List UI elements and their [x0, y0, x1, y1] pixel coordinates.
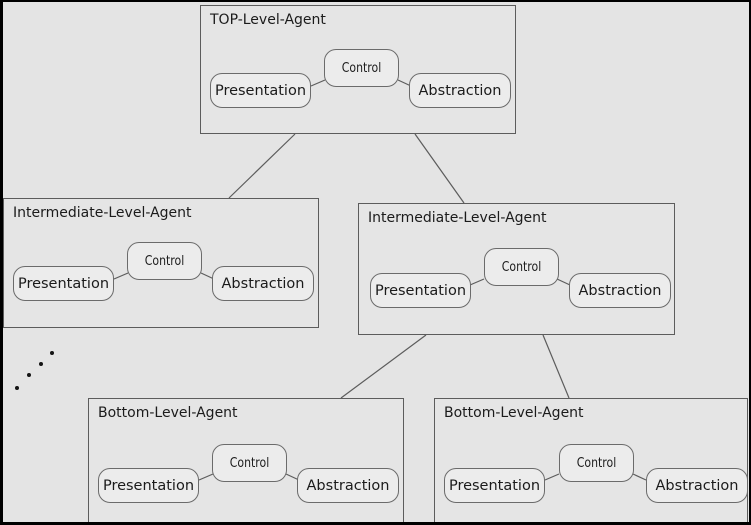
presentation-label: Presentation	[17, 275, 110, 292]
agent-label: Intermediate-Level-Agent	[368, 210, 547, 226]
presentation-component: Presentation	[210, 73, 311, 108]
abstraction-component: Abstraction	[212, 266, 314, 301]
presentation-label: Presentation	[448, 477, 541, 494]
control-label: Control	[576, 455, 617, 471]
agent-box-intermediate-right: Intermediate-Level-Agent Presentation Co…	[358, 203, 675, 335]
connector-top-to-left-intermediate	[228, 133, 296, 199]
ellipsis-dot	[15, 386, 19, 390]
agent-label: TOP-Level-Agent	[210, 12, 326, 28]
presentation-component: Presentation	[13, 266, 114, 301]
abstraction-label: Abstraction	[655, 477, 739, 494]
presentation-component: Presentation	[444, 468, 545, 503]
control-label: Control	[341, 60, 382, 76]
connector-intermediate-to-bottom-left	[340, 334, 427, 399]
connector-intermediate-to-bottom-right	[542, 334, 570, 399]
agent-box-bottom-left: Bottom-Level-Agent Presentation Control …	[88, 398, 404, 522]
agent-box-top-level: TOP-Level-Agent Presentation Control Abs…	[200, 5, 516, 134]
abstraction-label: Abstraction	[578, 282, 662, 299]
control-component: Control	[127, 242, 202, 280]
control-component: Control	[324, 49, 399, 87]
presentation-label: Presentation	[214, 82, 307, 99]
agent-label: Bottom-Level-Agent	[98, 405, 238, 421]
agent-box-bottom-right: Bottom-Level-Agent Presentation Control …	[434, 398, 748, 522]
agent-box-intermediate-left: Intermediate-Level-Agent Presentation Co…	[3, 198, 319, 328]
control-label: Control	[501, 259, 542, 275]
ellipsis-dot	[50, 351, 54, 355]
connector-top-to-right-intermediate	[414, 133, 465, 204]
control-label: Control	[229, 455, 270, 471]
agent-label: Intermediate-Level-Agent	[13, 205, 192, 221]
abstraction-component: Abstraction	[297, 468, 399, 503]
control-component: Control	[212, 444, 287, 482]
ellipsis-dot	[39, 362, 43, 366]
presentation-component: Presentation	[370, 273, 471, 308]
presentation-label: Presentation	[102, 477, 195, 494]
ellipsis-dot	[27, 373, 31, 377]
presentation-label: Presentation	[374, 282, 467, 299]
abstraction-component: Abstraction	[569, 273, 671, 308]
abstraction-component: Abstraction	[409, 73, 511, 108]
ellipsis-dots	[15, 351, 54, 390]
presentation-component: Presentation	[98, 468, 199, 503]
abstraction-component: Abstraction	[646, 468, 748, 503]
control-component: Control	[559, 444, 634, 482]
abstraction-label: Abstraction	[306, 477, 390, 494]
control-label: Control	[144, 253, 185, 269]
agent-label: Bottom-Level-Agent	[444, 405, 584, 421]
abstraction-label: Abstraction	[221, 275, 305, 292]
abstraction-label: Abstraction	[418, 82, 502, 99]
control-component: Control	[484, 248, 559, 286]
